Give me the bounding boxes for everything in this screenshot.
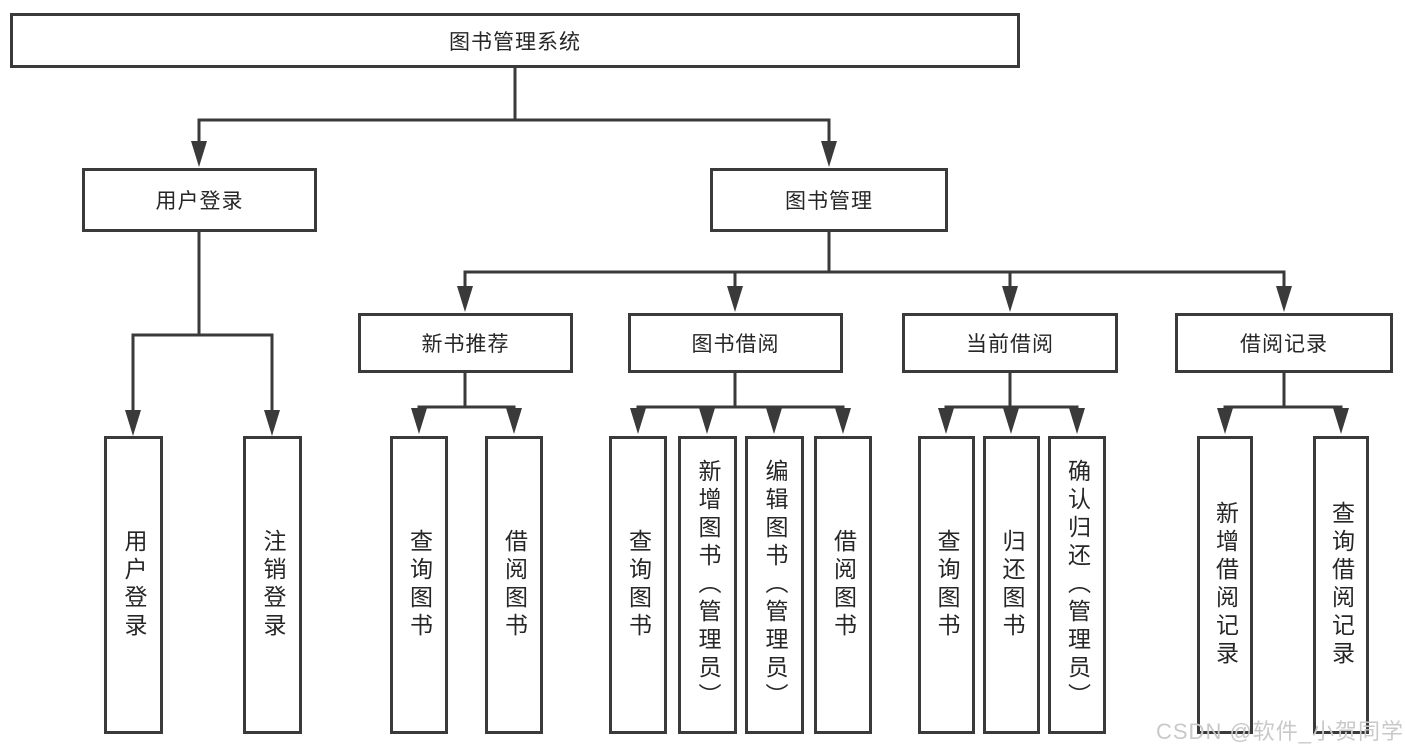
node-leaf-add-borrow-record: 新增借阅记录 [1197, 436, 1253, 734]
node-borrowing-records: 借阅记录 [1175, 313, 1393, 373]
node-leaf-add-book-admin: 新增图书（管理员） [678, 436, 737, 734]
edge-book-borrowing-to-leaves [630, 371, 851, 434]
node-label: 查询图书 [934, 529, 960, 641]
node-label: 确认归还（管理员） [1064, 459, 1091, 711]
node-book-management: 图书管理 [710, 168, 948, 232]
node-label: 归还图书 [999, 529, 1025, 641]
node-label: 编辑图书（管理员） [762, 459, 788, 711]
node-label: 注销登录 [260, 529, 286, 641]
node-leaf-user-login: 用户登录 [104, 436, 163, 734]
edge-current-borrowing-to-leaves [938, 371, 1085, 434]
node-leaf-logout: 注销登录 [243, 436, 302, 734]
watermark: CSDN @软件_小贺同学 [1156, 719, 1405, 744]
node-label: 查询图书 [625, 529, 652, 641]
node-label: 查询借阅记录 [1328, 501, 1355, 669]
node-label: 借阅图书 [830, 529, 857, 641]
node-leaf-return-books: 归还图书 [983, 436, 1040, 734]
node-leaf-query-books-1: 查询图书 [390, 436, 448, 734]
node-leaf-query-borrow-record: 查询借阅记录 [1313, 436, 1369, 734]
edge-new-book-recommendation-to-leaves [411, 371, 522, 434]
node-current-borrowing: 当前借阅 [902, 313, 1118, 373]
node-leaf-borrow-books-1: 借阅图书 [485, 436, 543, 734]
node-label: 查询图书 [406, 529, 433, 641]
node-book-borrowing: 图书借阅 [628, 313, 843, 373]
node-label: 图书管理系统 [449, 30, 581, 54]
node-user-login: 用户登录 [82, 168, 317, 232]
node-leaf-confirm-return-admin: 确认归还（管理员） [1048, 436, 1106, 734]
edge-root-to-level2 [191, 66, 837, 167]
node-label: 当前借阅 [966, 333, 1054, 356]
node-label: 图书管理 [785, 190, 873, 213]
node-new-book-recommendation: 新书推荐 [358, 313, 573, 373]
node-leaf-borrow-books-2: 借阅图书 [814, 436, 872, 734]
node-label: 借阅记录 [1240, 333, 1328, 356]
node-label: 用户登录 [155, 190, 244, 213]
edge-user-login-to-leaves [125, 231, 280, 436]
node-leaf-edit-book-admin: 编辑图书（管理员） [745, 436, 804, 734]
node-label: 借阅图书 [501, 529, 528, 641]
edge-borrowing-records-to-leaves [1217, 371, 1349, 434]
node-label: 图书借阅 [691, 333, 780, 356]
node-library-management-system: 图书管理系统 [10, 13, 1020, 68]
node-label: 新增图书（管理员） [695, 459, 721, 711]
edge-book-management-to-level3 [457, 231, 1292, 312]
node-label: 新增借阅记录 [1212, 501, 1239, 669]
node-label: 用户登录 [121, 529, 147, 641]
node-label: 新书推荐 [421, 333, 510, 356]
node-leaf-query-books-2: 查询图书 [609, 436, 667, 734]
node-leaf-query-books-3: 查询图书 [918, 436, 975, 734]
